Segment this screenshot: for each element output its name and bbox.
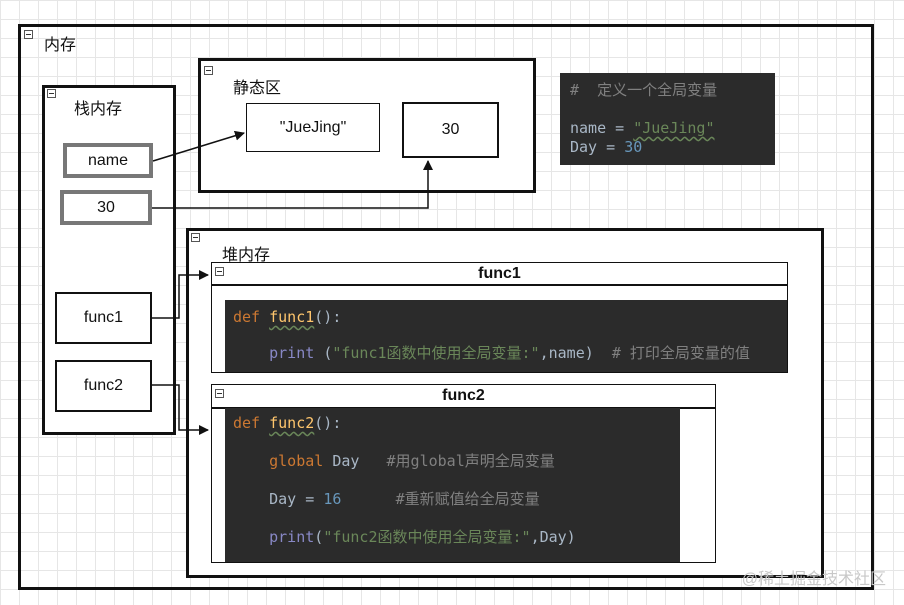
- memory-title: 内存: [44, 37, 77, 54]
- static-title: 静态区: [233, 80, 282, 97]
- func1-arg-str: "func1函数中使用全局变量:": [332, 344, 540, 362]
- func1-arg-rest: ,name): [539, 344, 594, 362]
- func2-assign-var: Day: [269, 490, 297, 508]
- func2-args-open: (: [314, 528, 324, 546]
- func1-print: print: [269, 344, 315, 362]
- memory-container: [18, 24, 874, 590]
- func2-global-var: Day: [323, 452, 360, 470]
- global-var-name: name: [570, 119, 607, 137]
- func2-print: print: [269, 528, 315, 546]
- func2-collapse-icon[interactable]: [215, 389, 224, 398]
- func2-assign-val: 16: [323, 490, 342, 508]
- func2-comment1: #用global声明全局变量: [386, 452, 555, 470]
- func2-assign-line: Day = 16 #重新赋值给全局变量: [233, 490, 680, 509]
- stack-item-name: name: [63, 143, 153, 178]
- func2-code-panel: def func2(): global Day #用global声明全局变量 D…: [225, 408, 680, 562]
- global-val-name: "JueJing": [633, 119, 715, 137]
- stack-item-func2: func2: [55, 360, 152, 412]
- func1-args-open: (: [323, 344, 333, 362]
- func1-title-bar: func1: [211, 262, 788, 285]
- global-code-comment: # 定义一个全局变量: [570, 81, 718, 99]
- stack-item-30: 30: [60, 190, 152, 225]
- func1-code-panel: def func1(): print ("func1函数中使用全局变量:",na…: [225, 300, 787, 372]
- func2-parens: ():: [314, 414, 342, 432]
- global-code-line2: Day = 30: [570, 138, 775, 157]
- memory-collapse-icon[interactable]: [24, 30, 33, 39]
- func1-name: func1: [269, 308, 315, 326]
- func2-arg-rest: ,Day): [530, 528, 576, 546]
- func1-def-line: def func1():: [233, 308, 787, 327]
- func2-name: func2: [269, 414, 315, 432]
- func1-collapse-icon[interactable]: [215, 267, 224, 276]
- func1-def-kw: def: [233, 308, 261, 326]
- stack-item-func1: func1: [55, 292, 152, 344]
- func2-print-line: print("func2函数中使用全局变量:",Day): [233, 528, 680, 547]
- global-val-day: 30: [624, 138, 643, 156]
- static-value-string: "JueJing": [246, 103, 380, 152]
- func1-print-line: print ("func1函数中使用全局变量:",name) # 打印全局变量的…: [233, 344, 787, 363]
- global-var-day: Day: [570, 138, 598, 156]
- func2-def-kw: def: [233, 414, 261, 432]
- watermark: @稀土掘金技术社区: [741, 571, 886, 588]
- global-eq-2: =: [597, 138, 625, 156]
- func2-assign-eq: =: [296, 490, 324, 508]
- heap-title: 堆内存: [222, 247, 271, 264]
- func1-comment: # 打印全局变量的值: [611, 344, 750, 362]
- static-collapse-icon[interactable]: [204, 66, 213, 75]
- func2-title: func2: [442, 387, 485, 404]
- stack-title: 栈内存: [74, 101, 123, 118]
- func2-arg-str: "func2函数中使用全局变量:": [323, 528, 531, 546]
- static-value-number: 30: [402, 102, 499, 158]
- func2-comment2: #重新赋值给全局变量: [395, 490, 540, 508]
- heap-collapse-icon[interactable]: [191, 233, 200, 242]
- func2-title-bar: func2: [211, 384, 716, 408]
- func2-global-kw: global: [269, 452, 324, 470]
- func1-parens: ():: [314, 308, 342, 326]
- global-eq-1: =: [606, 119, 634, 137]
- global-code-line1: name = "JueJing": [570, 119, 775, 138]
- func2-global-line: global Day #用global声明全局变量: [233, 452, 680, 471]
- func2-def-line: def func2():: [233, 414, 680, 433]
- stack-collapse-icon[interactable]: [47, 89, 56, 98]
